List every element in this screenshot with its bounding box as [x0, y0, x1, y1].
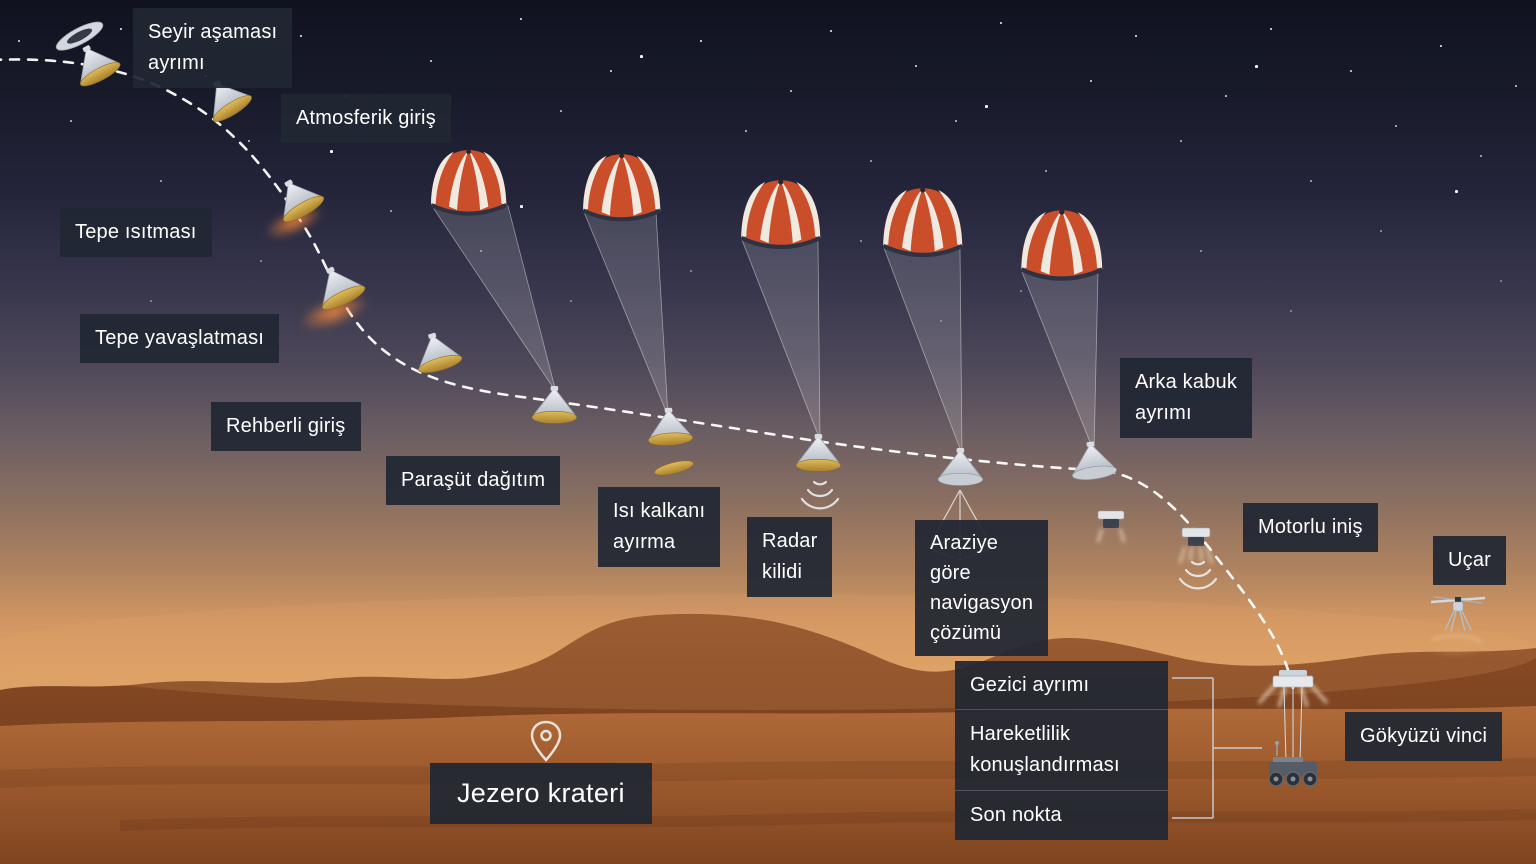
- label-heat-shield-separation: Isı kalkanı ayırma: [598, 487, 721, 567]
- mars-terrain: [0, 594, 1536, 864]
- peak-heating-capsule-art: [264, 168, 328, 240]
- radar-waves-icon: [1178, 560, 1218, 590]
- parachute-icon: [883, 187, 962, 255]
- label-radar-lock: Radar kilidi: [747, 517, 833, 597]
- peak-deceleration-capsule-art: [299, 257, 369, 331]
- label-peak-heating: Tepe ısıtması: [60, 208, 212, 257]
- radar-waves-icon: [800, 480, 840, 510]
- powered-descent-art: [1178, 527, 1214, 564]
- guided-entry-capsule-art: [409, 326, 465, 377]
- label-powered-descent: Motorlu iniş: [1243, 503, 1378, 552]
- label-touchdown: Son nokta: [955, 790, 1168, 840]
- separated-backshell-art: [1067, 438, 1118, 483]
- sky-crane-art: [1257, 670, 1329, 787]
- descent-stage-falling-art: [1096, 510, 1126, 543]
- parachute-icon: [431, 149, 506, 213]
- falling-heat-shield-art: [654, 460, 694, 476]
- label-sky-crane: Gökyüzü vinci: [1345, 712, 1503, 761]
- label-guided-entry: Rehberli giriş: [211, 402, 361, 451]
- parachute-icon: [583, 153, 660, 219]
- label-terrain-relative-navigation: Araziye göre navigasyon çözümü: [915, 520, 1049, 656]
- helicopter-art: [1430, 596, 1486, 652]
- parachute-icon: [1021, 210, 1102, 279]
- parachute-capsule-art: [645, 405, 694, 448]
- location-pin-icon: [530, 720, 562, 762]
- label-cruise-stage-separation: Seyir aşaması ayrımı: [133, 8, 293, 88]
- rover-art: [1268, 741, 1318, 787]
- label-jezero-crater: Jezero krateri: [430, 763, 652, 825]
- trn-capsule-art: [937, 447, 984, 486]
- label-rover-separation: Gezici ayrımı: [955, 661, 1168, 710]
- label-mobility-deployment: Hareketlilik konuşlandırması: [955, 709, 1168, 790]
- cruise-stage-art: [55, 21, 124, 91]
- parachute-icon: [741, 179, 820, 247]
- label-parachute-deploy: Paraşüt dağıtım: [386, 456, 561, 505]
- label-atmospheric-entry: Atmosferik giriş: [281, 94, 451, 143]
- label-backshell-separation: Arka kabuk ayrımı: [1120, 358, 1253, 438]
- callout-bracket: [1172, 677, 1262, 819]
- label-peak-deceleration: Tepe yavaşlatması: [80, 314, 280, 363]
- label-flies: Uçar: [1433, 536, 1507, 585]
